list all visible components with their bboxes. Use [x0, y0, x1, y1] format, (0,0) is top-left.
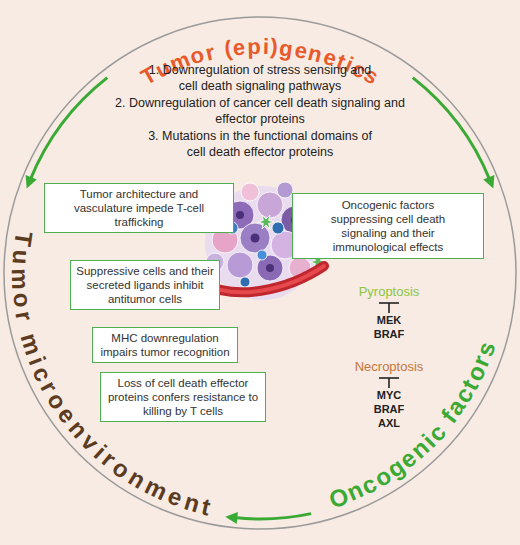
- arc-letter: g: [278, 37, 294, 60]
- arrow-head: [225, 512, 238, 524]
- immune-cell: [240, 277, 250, 287]
- arc-letter: i: [262, 36, 269, 58]
- inhibition-stem: [388, 303, 390, 313]
- pathway-label: Necroptosis: [355, 359, 424, 374]
- box-text: Suppressive cells and their secreted lig…: [75, 264, 215, 306]
- list-item: 1. Downregulation of stress sensing and …: [143, 62, 377, 94]
- cycle-arrow: [413, 78, 490, 181]
- arc-letter: r: [11, 309, 36, 322]
- arc-letter: n: [181, 490, 202, 517]
- cell-nucleus: [266, 264, 274, 272]
- text-box: Loss of cell death effector proteins con…: [100, 372, 266, 422]
- blood-vessel: [204, 266, 324, 292]
- inhibition-stem: [388, 378, 390, 388]
- cycle-arrow: [30, 78, 107, 181]
- arc-letter: m: [8, 268, 32, 290]
- cell-nucleus: [236, 211, 244, 219]
- arc-letter: u: [8, 249, 33, 265]
- gene-label: MYC: [377, 389, 401, 401]
- outer-circle: [4, 17, 516, 529]
- arc-letter: t: [200, 494, 213, 519]
- text-box: Tumor architecture and vasculature imped…: [44, 183, 234, 233]
- text-box: Oncogenic factors suppressing cell death…: [292, 193, 484, 259]
- cell-nucleus: [251, 234, 260, 243]
- box-text: Oncogenic factors suppressing cell death…: [321, 198, 455, 254]
- cycle-arrows: [26, 78, 495, 524]
- text-box: Suppressive cells and their secreted lig…: [70, 260, 220, 310]
- box-text: Tumor architecture and vasculature imped…: [49, 187, 229, 229]
- list-item: 3. Mutations in the functional domains o…: [142, 128, 378, 160]
- arc-letter: m: [16, 331, 45, 359]
- arc-letter: (: [222, 38, 232, 61]
- tumor-cell: [241, 183, 259, 201]
- box-text: Loss of cell death effector proteins con…: [105, 376, 261, 418]
- vessel-lumen: [204, 266, 324, 292]
- cycle-arrow: [234, 514, 311, 519]
- pathway-label: Pyroptosis: [359, 284, 420, 299]
- arc-letter: o: [9, 292, 35, 309]
- immune-cell: [257, 250, 267, 260]
- immune-cell: [272, 222, 284, 234]
- gene-label: BRAF: [374, 328, 405, 340]
- dendritic-cell: [258, 215, 274, 229]
- arc-letter: T: [10, 230, 36, 248]
- list-item: 2. Downregulation of cancer cell death s…: [112, 95, 408, 127]
- gene-label: MEK: [377, 314, 401, 326]
- arc-letter: p: [247, 36, 261, 58]
- gene-label: AXL: [378, 417, 400, 429]
- box-text: MHC downregulation impairs tumor recogni…: [97, 331, 233, 359]
- tumor-cell: [227, 252, 253, 278]
- arrow-head: [483, 175, 494, 188]
- text-box: MHC downregulation impairs tumor recogni…: [92, 327, 238, 363]
- arc-letter: ): [270, 36, 279, 58]
- tumor-cell: [240, 223, 270, 253]
- arc-letter: e: [232, 36, 246, 59]
- gene-label: BRAF: [374, 403, 405, 415]
- arrow-head: [26, 175, 37, 188]
- tumor-cell: [277, 182, 293, 198]
